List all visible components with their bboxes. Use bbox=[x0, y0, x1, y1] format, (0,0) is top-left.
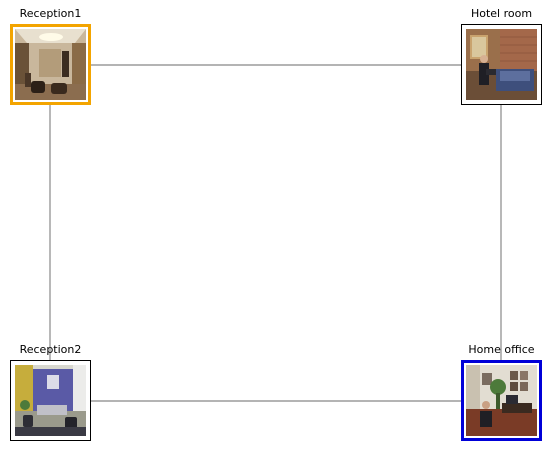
node-label: Reception1 bbox=[19, 7, 82, 20]
node-home-office[interactable]: Home office bbox=[461, 344, 542, 441]
node-thumbnail[interactable] bbox=[461, 360, 542, 441]
node-thumbnail[interactable] bbox=[10, 24, 91, 105]
home-office-image bbox=[466, 365, 537, 436]
node-reception2[interactable]: Reception2 bbox=[10, 344, 91, 441]
node-label: Home office bbox=[468, 343, 535, 356]
hotel-room-image bbox=[466, 29, 537, 100]
reception-blue-wall-image bbox=[15, 365, 86, 436]
node-hotel-room[interactable]: Hotel room bbox=[461, 8, 542, 105]
reception-lobby-image bbox=[15, 29, 86, 100]
node-label: Reception2 bbox=[19, 343, 82, 356]
node-label: Hotel room bbox=[470, 7, 533, 20]
node-thumbnail[interactable] bbox=[10, 360, 91, 441]
node-thumbnail[interactable] bbox=[461, 24, 542, 105]
node-reception1[interactable]: Reception1 bbox=[10, 8, 91, 105]
